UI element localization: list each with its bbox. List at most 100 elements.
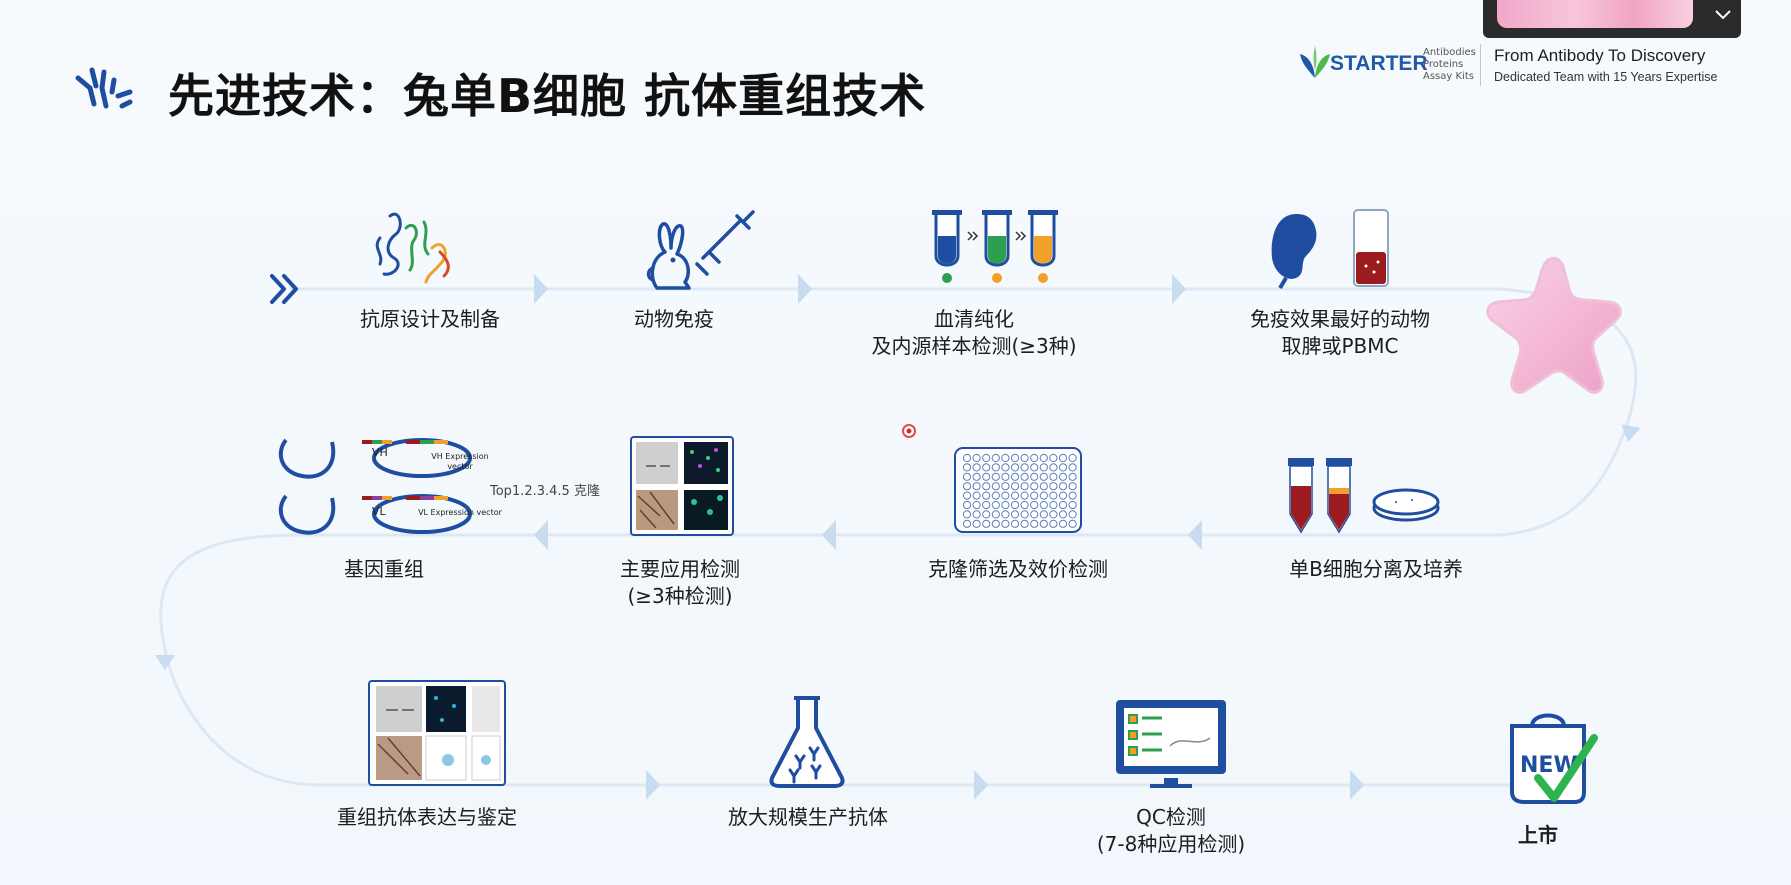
brand-name: STARTER [1330,52,1428,75]
well [1049,472,1058,481]
well [1030,519,1039,528]
step-qc-line1: QC检测 [1136,805,1206,829]
well [1030,500,1039,510]
new-product-icon: NEW [1510,713,1598,804]
spleen-blood-icon [1271,209,1389,290]
well [1039,472,1048,481]
well [1010,472,1020,481]
well [1020,453,1029,463]
step-single-bcell-isolation: 单B细胞分离及培养 [1289,557,1463,581]
vh-vector-label: VH Expression vector [431,452,489,471]
well [1049,463,1058,472]
well [1010,482,1020,491]
well [1058,453,1068,463]
well [962,519,972,528]
well [962,500,972,510]
well [991,453,1000,463]
well [1001,472,1010,481]
brand-tagline: From Antibody To Discovery [1494,46,1706,65]
step-best-animal-line2: 取脾或PBMC [1281,334,1399,358]
step-expression-identification: 重组抗体表达与鉴定 [337,805,517,829]
well [1001,500,1010,510]
well [1010,463,1020,472]
well [1030,482,1039,491]
well [982,510,991,519]
video-thumbnail [1497,0,1693,28]
well [982,463,991,472]
well [972,491,981,500]
well [1001,510,1010,519]
flask-icon [769,696,845,788]
step-application-detection-line1: 主要应用检测 [620,557,740,581]
well [1058,500,1068,510]
step-qc-line2: (7-8种应用检测) [1096,832,1246,856]
step-antigen-design: 抗原设计及制备 [360,307,500,331]
well [1049,519,1058,528]
antibody-logo-icon [75,67,133,109]
well [991,491,1000,500]
well [1068,519,1077,528]
well [1068,463,1077,472]
well [982,472,991,481]
well [1058,519,1068,528]
cursor-indicator [902,424,916,438]
pink-star-sticker [1486,256,1622,394]
well [1058,482,1068,491]
well [1001,519,1010,528]
step-animal-immunization: 动物免疫 [634,307,714,331]
well [1001,491,1010,500]
application-detection-image [630,436,734,536]
brand-subtitle: Antibodies Proteins Assay Kits [1423,47,1476,82]
well [1039,482,1048,491]
step-serum-purification-line2: 及内源样本检测(≥3种) [871,334,1077,358]
well [991,472,1000,481]
vl-vector-label: VL Expression vector [418,508,502,517]
step-clone-screening: 克隆筛选及效价检测 [928,557,1108,581]
well [982,453,991,463]
step-launch: 上市 [1518,823,1558,847]
well [1020,491,1029,500]
page-title: 先进技术：兔单B细胞 抗体重组技术 [168,69,927,123]
well [972,472,981,481]
well [1010,491,1020,500]
well [1049,482,1058,491]
well [991,463,1000,472]
well [1039,453,1048,463]
top-clones-note: Top1.2.3.4.5 克隆 [490,484,600,499]
brand-divider [1480,44,1481,86]
well [1010,510,1020,519]
start-chevron-icon [270,274,298,304]
well [1039,510,1048,519]
well [1039,500,1048,510]
step-serum-purification-line1: 血清纯化 [934,307,1014,331]
well [1030,453,1039,463]
well [972,463,981,472]
protein-icon [375,212,450,284]
step-application-detection-line2: (≥3种检测) [627,584,733,608]
well [1039,463,1048,472]
well [1020,482,1029,491]
chevron-down-icon[interactable] [1714,8,1732,22]
qc-monitor-icon [1116,700,1226,788]
well [1049,510,1058,519]
well [1068,510,1077,519]
well [1058,491,1068,500]
well-plate-icon [954,447,1082,533]
well [1039,491,1048,500]
step-scale-production: 放大规模生产抗体 [728,805,888,829]
well [1049,453,1058,463]
bcell-culture-icon [1288,458,1440,534]
well [1049,500,1058,510]
well [972,510,981,519]
well [1049,491,1058,500]
well [1020,472,1029,481]
well [1020,510,1029,519]
starter-logo-icon [1300,46,1330,78]
well [1068,500,1077,510]
well [991,500,1000,510]
well [1068,491,1077,500]
brand-tagline-sub: Dedicated Team with 15 Years Expertise [1494,70,1718,84]
step-best-animal-line1: 免疫效果最好的动物 [1250,307,1430,331]
well [1030,491,1039,500]
